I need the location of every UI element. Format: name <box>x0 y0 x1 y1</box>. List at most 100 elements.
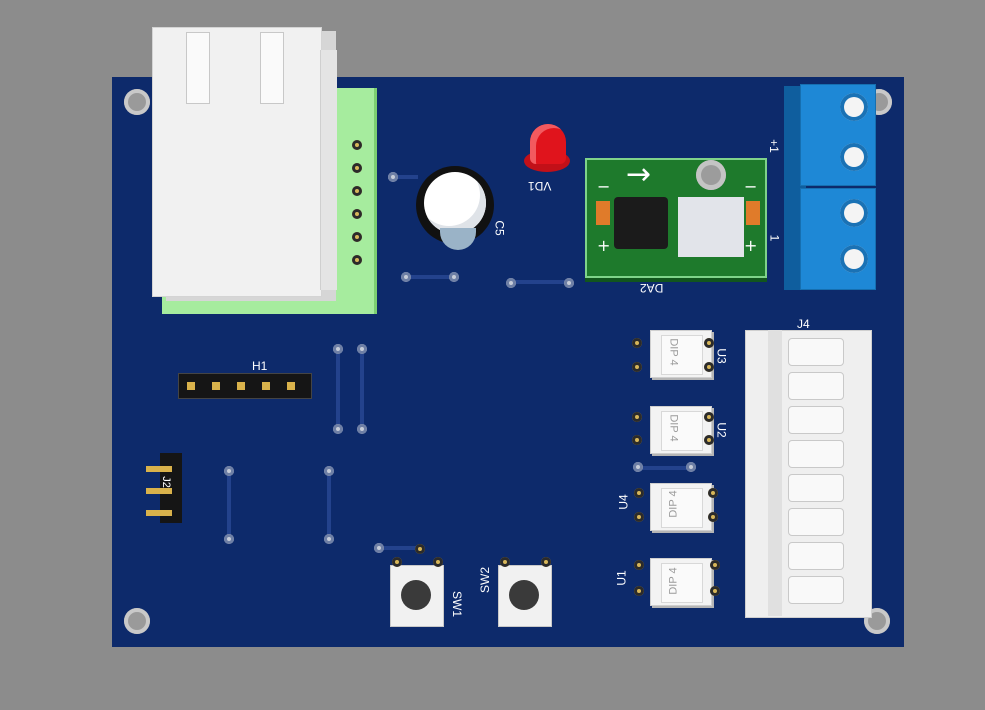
label-vd1: VD1 <box>528 179 552 193</box>
push-button-sw1-cap[interactable] <box>401 580 431 610</box>
label-dip-u4: DIP 4 <box>667 490 680 518</box>
label-h1: H1 <box>252 359 268 373</box>
rj45-side-rib <box>320 50 337 290</box>
connector-j4-slot[interactable] <box>788 576 844 604</box>
connector-j4-slot[interactable] <box>788 406 844 434</box>
module-plus-right: + <box>744 236 758 255</box>
opto-pin <box>632 338 642 348</box>
label-sw2: SW2 <box>478 566 493 594</box>
push-button-sw2-cap[interactable] <box>509 580 539 610</box>
label-dip-u2: DIP 4 <box>667 414 680 442</box>
connector-j4-slot[interactable] <box>788 474 844 502</box>
connector-j4-rib <box>768 330 782 616</box>
trace <box>636 466 692 470</box>
module-chip <box>678 197 744 257</box>
label-sw1: SW1 <box>450 590 465 618</box>
header-pin <box>212 382 220 390</box>
trimmer-potentiometer[interactable] <box>696 160 726 190</box>
trace <box>388 175 418 179</box>
via <box>224 466 234 476</box>
module-minus-right: − <box>744 177 758 196</box>
trace <box>378 546 422 550</box>
optocoupler-u4 <box>650 483 712 531</box>
opto-pin <box>632 435 642 445</box>
terminal-screw-3[interactable] <box>840 199 868 227</box>
via <box>333 424 343 434</box>
label-u2: U2 <box>714 422 729 438</box>
opto-pin <box>710 560 720 570</box>
label-u1: U1 <box>614 570 629 586</box>
button-pin <box>415 544 425 554</box>
terminal-screw-1[interactable] <box>840 93 868 121</box>
button-pin <box>500 557 510 567</box>
opto-pin <box>634 560 644 570</box>
via <box>686 462 696 472</box>
optocoupler-body <box>661 335 703 375</box>
trace <box>404 275 456 279</box>
via <box>224 534 234 544</box>
label-terminal-one: 1 <box>767 234 782 242</box>
connector-j4-slot[interactable] <box>788 542 844 570</box>
opto-pin <box>634 512 644 522</box>
trace <box>510 280 570 284</box>
label-terminal-plus: +1 <box>766 139 781 153</box>
optocoupler-body <box>661 488 703 528</box>
via <box>324 534 334 544</box>
terminal-block-top <box>800 84 876 186</box>
terminal-screw-4[interactable] <box>840 245 868 273</box>
connector-j4-slot[interactable] <box>788 372 844 400</box>
via <box>357 424 367 434</box>
button-pin <box>433 557 443 567</box>
module-inductor <box>614 197 668 249</box>
rj45-latch-left <box>186 32 210 104</box>
arrow-right-icon: → <box>626 157 652 192</box>
label-dip-u1: DIP 4 <box>667 567 680 595</box>
connector-j4-slot[interactable] <box>788 338 844 366</box>
header-pin <box>237 382 245 390</box>
optocoupler-u3 <box>650 330 712 378</box>
trace <box>327 470 331 540</box>
header-pin <box>146 466 172 472</box>
capacitor-c5-top <box>424 172 486 234</box>
rj45-pin <box>352 140 362 150</box>
rj45-pin <box>352 186 362 196</box>
pin-header-h1 <box>178 373 312 399</box>
opto-pin <box>710 586 720 596</box>
label-da2: DA2 <box>640 281 664 295</box>
mounting-hole-top-left <box>124 89 150 115</box>
label-u4: U4 <box>616 494 631 510</box>
rj45-pin <box>352 209 362 219</box>
label-j4: J4 <box>797 317 810 331</box>
label-j2: J2 <box>159 476 172 488</box>
opto-pin <box>708 488 718 498</box>
via <box>506 278 516 288</box>
opto-pin <box>634 586 644 596</box>
connector-j4-slot[interactable] <box>788 440 844 468</box>
via <box>564 278 574 288</box>
opto-pin <box>704 412 714 422</box>
opto-pin <box>634 488 644 498</box>
terminal-screw-2[interactable] <box>840 143 868 171</box>
opto-pin <box>708 512 718 522</box>
capacitor-c5-base <box>440 228 476 250</box>
header-pin <box>187 382 195 390</box>
opto-pin <box>704 338 714 348</box>
optocoupler-u2 <box>650 406 712 454</box>
trace <box>360 348 364 430</box>
via <box>388 172 398 182</box>
via <box>374 543 384 553</box>
opto-pin <box>704 362 714 372</box>
module-pad-right <box>746 201 760 225</box>
button-pin <box>392 557 402 567</box>
optocoupler-body <box>661 411 703 451</box>
connector-j4-slot[interactable] <box>788 508 844 536</box>
via <box>333 344 343 354</box>
rj45-latch-right <box>260 32 284 104</box>
via <box>449 272 459 282</box>
via <box>401 272 411 282</box>
header-pin <box>287 382 295 390</box>
header-pin <box>262 382 270 390</box>
label-c5: C5 <box>492 220 507 236</box>
module-minus-left: − <box>597 177 611 196</box>
trace <box>336 348 340 430</box>
